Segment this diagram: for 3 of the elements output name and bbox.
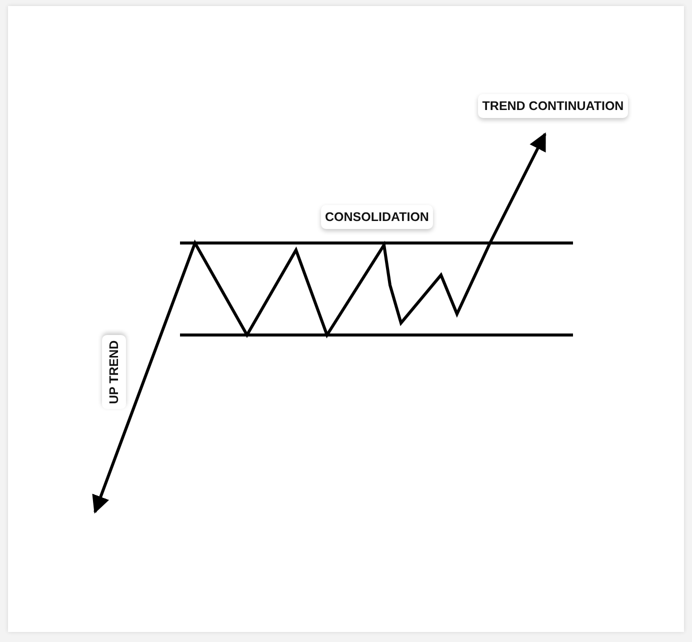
label-tag: CONSOLIDATION xyxy=(321,205,433,229)
label-tag: TREND CONTINUATION xyxy=(478,94,628,118)
label-tag: UP TREND xyxy=(102,335,126,409)
